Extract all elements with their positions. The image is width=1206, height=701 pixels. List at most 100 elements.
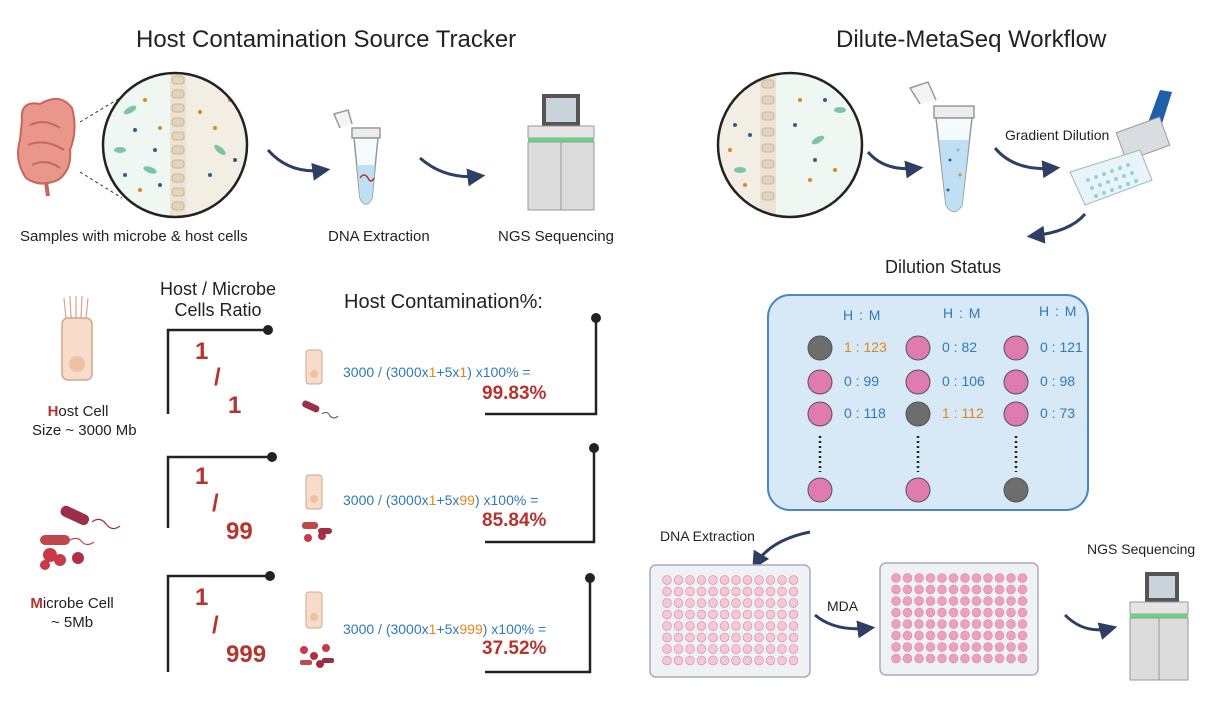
well-dot	[807, 335, 833, 361]
plate-well	[971, 653, 982, 664]
plate-well	[719, 621, 730, 631]
well-dot	[905, 369, 931, 395]
contamination-percent: 85.84%	[482, 510, 547, 531]
plate-well	[777, 586, 787, 597]
plate-well	[696, 586, 707, 597]
plate-well	[994, 619, 1005, 629]
well-count-label: 0 : 106	[942, 373, 985, 389]
plate-well	[731, 575, 741, 585]
host-cell-icon	[61, 295, 93, 381]
plate-well	[731, 632, 741, 643]
ratio-bracket-1	[166, 328, 268, 414]
plate-well	[937, 607, 947, 618]
plate-well	[719, 644, 730, 654]
plate-well	[696, 644, 707, 654]
plate-well	[696, 621, 707, 631]
plate-icon	[879, 562, 1039, 676]
plate-well	[673, 575, 684, 585]
plate-well	[788, 632, 799, 643]
plate-well	[788, 598, 799, 608]
ratio-bracket-2	[166, 455, 272, 528]
plate-well	[731, 621, 741, 631]
plate-well	[994, 573, 1005, 583]
plate-well	[937, 653, 947, 664]
plate-well	[777, 632, 787, 643]
plate-well	[994, 607, 1005, 618]
well-dot	[905, 477, 931, 503]
intestine-icon	[17, 97, 76, 197]
plate-well	[937, 573, 947, 583]
well-count-label: 1 : 123	[844, 339, 887, 355]
microbe-initial: M	[30, 595, 43, 612]
plate-well	[902, 642, 913, 652]
plate-well	[902, 573, 913, 583]
plate-well	[960, 607, 970, 618]
plate-well	[742, 655, 753, 666]
plate-well	[673, 609, 684, 620]
plate-well	[708, 598, 718, 608]
host-initial: H	[47, 403, 59, 420]
plate-well	[708, 632, 718, 643]
ratio-denominator: 99	[226, 518, 253, 545]
plate-well	[960, 642, 970, 652]
plate-well	[708, 586, 718, 597]
plate-well	[1017, 619, 1028, 629]
plate-well	[673, 586, 684, 597]
plate-well	[925, 653, 936, 664]
plate-well	[925, 573, 936, 583]
mda-label: MDA	[827, 598, 859, 614]
plate-well	[960, 596, 970, 606]
plate-well	[960, 573, 970, 583]
plate-well	[902, 584, 913, 595]
plate-well	[788, 586, 799, 597]
plate-well	[914, 653, 924, 664]
microbe-size: ~ 5Mb	[50, 614, 94, 631]
plate-well	[960, 619, 970, 629]
plate-well	[742, 644, 753, 654]
plate-well	[937, 630, 947, 641]
formula: 3000 / (3000x1+5x1) x100% =	[343, 364, 531, 380]
plate-well	[754, 632, 764, 643]
plate-well	[902, 619, 913, 629]
plate-well	[662, 655, 672, 666]
sequencer-icon	[1129, 572, 1189, 681]
plate-well	[902, 596, 913, 606]
plate-well	[754, 598, 764, 608]
microbe-cell-label: Microbe Cell ~ 5Mb	[26, 594, 118, 632]
plate-well	[765, 575, 776, 585]
plate-well	[948, 619, 959, 629]
pipette-plate-icon	[1069, 90, 1172, 206]
plate-well	[1006, 630, 1016, 641]
plate-well	[1017, 630, 1028, 641]
ratio-header-line: Cells Ratio	[174, 300, 262, 320]
column-header: H : M	[843, 307, 882, 323]
well-dot	[905, 401, 931, 427]
ngs-sequencing-label: NGS Sequencing	[498, 228, 614, 245]
plate-well	[696, 575, 707, 585]
plate-well	[971, 619, 982, 629]
plate-well	[891, 630, 901, 641]
plate-well	[742, 598, 753, 608]
plate-well	[1006, 607, 1016, 618]
plate-well	[937, 619, 947, 629]
plate-well	[971, 630, 982, 641]
plate-well	[708, 575, 718, 585]
plate-well	[994, 630, 1005, 641]
contamination-header: Host Contamination%:	[344, 291, 543, 313]
ratio-denominator: 999	[226, 641, 267, 668]
plate-well	[971, 642, 982, 652]
plate-well	[948, 653, 959, 664]
plate-well	[902, 653, 913, 664]
well-count-label: 0 : 82	[942, 339, 978, 355]
dilution-status-title: Dilution Status	[885, 257, 1002, 277]
plate-well	[1006, 573, 1016, 583]
magnified-sample-circle-icon	[716, 71, 864, 219]
plate-well	[1017, 596, 1028, 606]
plate-well	[891, 607, 901, 618]
column-header: H : M	[1039, 303, 1078, 319]
plate-well	[971, 573, 982, 583]
plate-well	[994, 584, 1005, 595]
plate-well	[662, 598, 672, 608]
plate-well	[742, 632, 753, 643]
